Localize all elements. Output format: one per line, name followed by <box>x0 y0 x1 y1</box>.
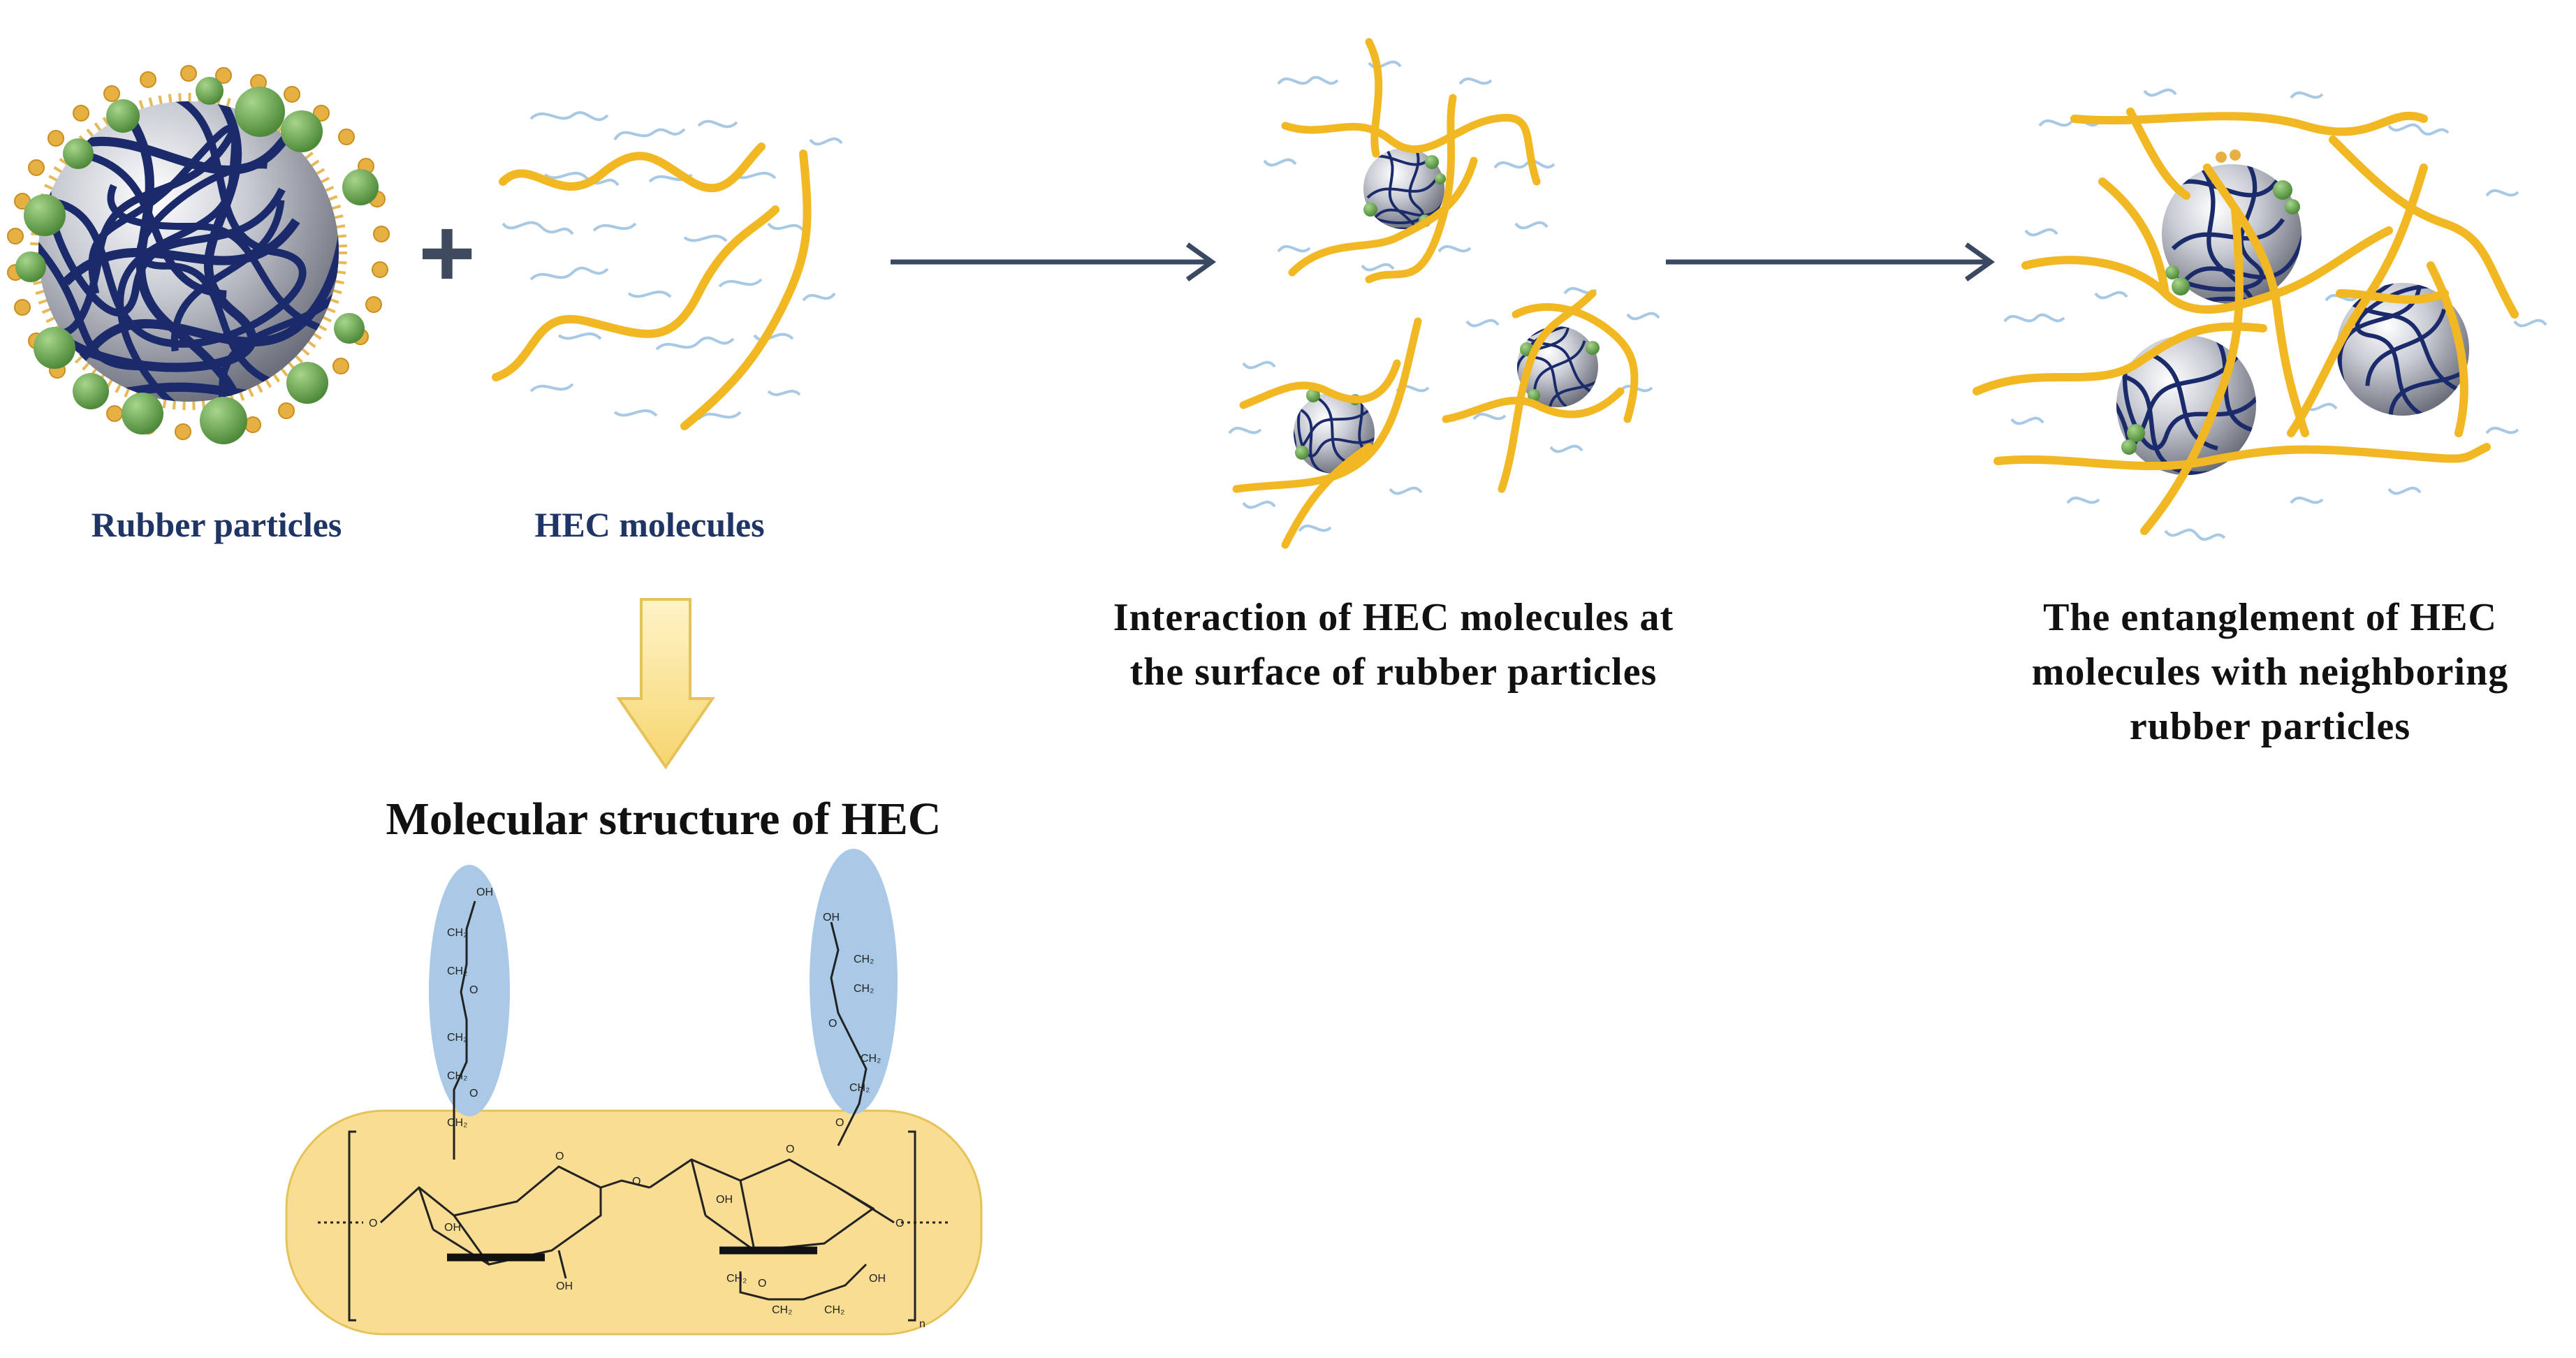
plus-sign: + <box>418 198 476 307</box>
protein-spheres <box>15 77 379 444</box>
atom-label-oh: OH <box>556 1280 573 1292</box>
molecular-structure: OH CH₂ CH₂ O CH₂ CH₂ O CH₂ OH CH₂ CH₂ O … <box>285 849 983 1336</box>
atom-label-oh: OH <box>716 1194 733 1206</box>
bold-bonds <box>447 1246 817 1262</box>
side-chain-highlight-left <box>429 865 510 1116</box>
atom-label-o: O <box>469 1088 478 1100</box>
atom-label-o: O <box>835 1117 844 1129</box>
atom-label-ch2: CH₂ <box>447 1117 467 1129</box>
entanglement-caption-line1: The entanglement of HEC <box>2043 596 2497 639</box>
atom-label-ch2: CH₂ <box>447 927 467 939</box>
hec-chains-2 <box>1232 38 1639 549</box>
rubber-particle <box>7 65 390 444</box>
atom-label-ch2: CH₂ <box>854 983 874 995</box>
entanglement-caption-line2: molecules with neighboring <box>2031 650 2509 694</box>
atom-label-ch2: CH₂ <box>824 1304 844 1316</box>
atom-label-o: O <box>369 1218 377 1229</box>
atom-label-oh: OH <box>869 1273 886 1285</box>
repeat-unit-n: n <box>919 1318 925 1330</box>
atom-label-oh: OH <box>823 912 840 923</box>
interaction-stage <box>1228 38 1660 549</box>
rubber-particles-label: Rubber particles <box>91 505 342 544</box>
interaction-caption: Interaction of HEC molecules at the surf… <box>1034 590 1753 699</box>
hec-chains-3 <box>1973 108 2519 535</box>
down-arrow <box>616 598 715 770</box>
atom-label-o: O <box>786 1144 794 1155</box>
entanglement-caption-line3: rubber particles <box>2129 705 2411 748</box>
atom-label-ch2: CH₂ <box>447 1070 467 1082</box>
atom-label-ch2: CH₂ <box>772 1304 792 1316</box>
backbone-highlight <box>285 1109 983 1336</box>
interaction-caption-line1: Interaction of HEC molecules at <box>1113 596 1674 639</box>
atom-label-o: O <box>469 984 478 996</box>
hec-chains <box>492 143 812 430</box>
atom-label-o: O <box>758 1278 766 1290</box>
atom-label-o: O <box>828 1018 837 1030</box>
hec-molecules-label: HEC molecules <box>534 505 765 544</box>
side-chain-highlight-right <box>810 849 898 1114</box>
atom-label-o: O <box>895 1218 904 1229</box>
atom-label-ch2: CH₂ <box>726 1273 747 1285</box>
atom-label-ch2: CH₂ <box>447 965 467 977</box>
atom-label-o: O <box>555 1151 564 1162</box>
atom-label-ch2: CH₂ <box>861 1053 881 1065</box>
entanglement-caption: The entanglement of HEC molecules with n… <box>1977 590 2563 754</box>
atom-label-ch2: CH₂ <box>447 1032 467 1044</box>
process-arrow-2 <box>1666 242 1996 282</box>
hec-molecules <box>492 111 843 430</box>
atom-label-o: O <box>632 1176 641 1188</box>
molecular-structure-title: Molecular structure of HEC <box>386 794 942 845</box>
process-arrow-1 <box>891 242 1217 282</box>
atom-label-oh: OH <box>476 886 493 898</box>
water-strands <box>502 111 843 421</box>
entanglement-stage <box>1973 88 2547 541</box>
atom-label-oh: OH <box>444 1222 461 1234</box>
atom-label-ch2: CH₂ <box>854 954 874 965</box>
atom-label-ch2: CH₂ <box>849 1082 870 1094</box>
interaction-caption-line2: the surface of rubber particles <box>1129 650 1657 694</box>
